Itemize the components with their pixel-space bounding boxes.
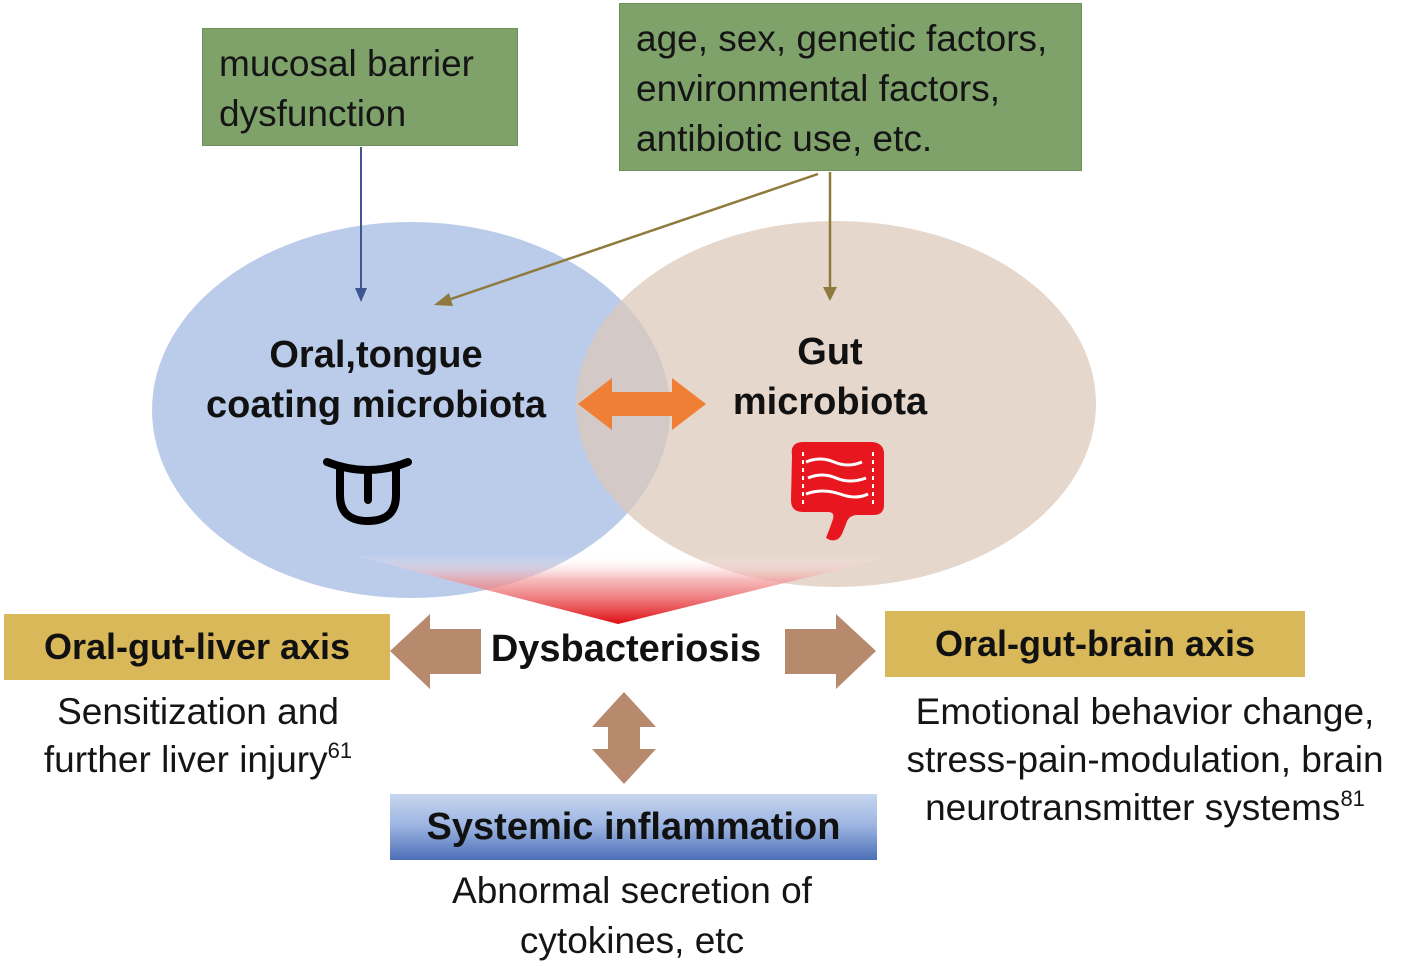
host-factor-box: age, sex, genetic factors, environmental…	[619, 3, 1082, 171]
mucosal-factor-box: mucosal barrier dysfunction	[202, 28, 518, 146]
brain-desc-line3: neurotransmitter systems81	[876, 784, 1414, 832]
gut-microbiota-label: Gut microbiota	[680, 327, 980, 427]
host-to-gut-arrowhead	[823, 287, 837, 301]
inflammation-box: Systemic inflammation	[390, 794, 877, 860]
inflammation-title: Systemic inflammation	[426, 805, 841, 848]
liver-desc-line1: Sensitization and	[57, 691, 339, 732]
brain-axis-title: Oral-gut-brain axis	[934, 623, 1256, 664]
liver-desc-line2: further liver injury61	[0, 736, 396, 784]
host-to-oral-arrowhead	[434, 293, 453, 306]
inflammation-desc-line2: cytokines, etc	[519, 920, 745, 961]
dysbacteriosis-funnel	[352, 555, 898, 624]
arrow-dysbacteriosis-inflammation	[592, 692, 656, 784]
brain-desc-line1: Emotional behavior change,	[915, 691, 1375, 732]
brain-axis-description: Emotional behavior change, stress-pain-m…	[876, 688, 1414, 832]
arrow-to-liver-axis	[390, 614, 481, 689]
mucosal-arrowhead	[355, 288, 367, 302]
brain-axis-box: Oral-gut-brain axis	[885, 611, 1305, 677]
oral-gut-double-arrow	[578, 378, 706, 430]
liver-desc-line2-text: further liver injury	[43, 739, 328, 780]
liver-axis-description: Sensitization and further liver injury61	[0, 688, 396, 784]
intestine-icon	[791, 442, 885, 541]
brain-ref: 81	[1340, 786, 1365, 811]
oral-ellipse	[152, 222, 670, 598]
oral-label-line2: coating microbiota	[206, 384, 546, 426]
host-factor-line1: age, sex, genetic factors,	[636, 18, 1048, 59]
oral-microbiota-label: Oral,tongue coating microbiota	[176, 330, 576, 430]
host-factor-line3: antibiotic use, etc.	[636, 118, 933, 159]
gut-ellipse	[576, 221, 1096, 587]
inflammation-desc-line1: Abnormal secretion of	[452, 870, 812, 911]
host-to-oral-arrow	[447, 172, 819, 302]
gut-label-line1: Gut	[797, 331, 863, 373]
mucosal-factor-line2: dysfunction	[219, 93, 407, 134]
brain-desc-line3-text: neurotransmitter systems	[925, 787, 1341, 828]
liver-ref: 61	[327, 738, 353, 763]
arrow-to-brain-axis	[785, 614, 876, 689]
liver-axis-title: Oral-gut-liver axis	[43, 626, 351, 667]
brain-desc-line2: stress-pain-modulation, brain	[906, 739, 1384, 780]
mucosal-factor-line1: mucosal barrier	[219, 43, 474, 84]
inflammation-description: Abnormal secretion of cytokines, etc	[390, 866, 874, 966]
oral-label-line1: Oral,tongue	[269, 334, 483, 376]
gut-label-line2: microbiota	[732, 381, 928, 423]
liver-axis-box: Oral-gut-liver axis	[4, 614, 390, 680]
host-factor-line2: environmental factors,	[636, 68, 1001, 109]
tongue-icon	[323, 458, 412, 526]
dysbacteriosis-label: Dysbacteriosis	[490, 628, 762, 670]
